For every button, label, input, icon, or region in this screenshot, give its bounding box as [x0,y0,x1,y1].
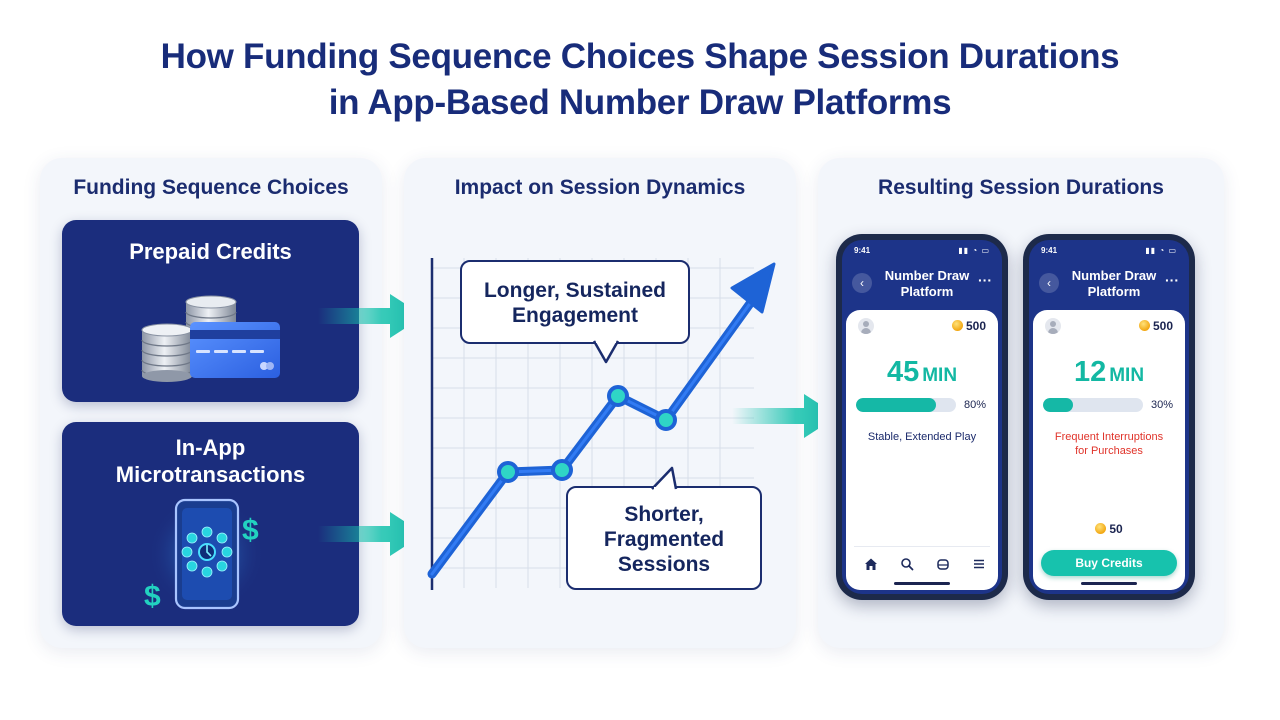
bottom-nav [854,546,990,576]
microtransactions-label-line-2: Microtransactions [115,462,306,487]
status-time: 9:41 [854,246,871,255]
session-minutes-unit: MIN [922,365,958,386]
status-bar: 9:41 ▮▮ ◔ ▭ [1041,246,1177,258]
ticket-icon[interactable] [936,557,950,571]
session-status: Stable, Extended Play [867,431,977,443]
longer-engagement-callout: Longer, Sustained Engagement [460,260,690,344]
coin-balance: 500 [951,319,986,333]
home-icon[interactable] [864,557,878,571]
session-progress-bar [856,398,956,412]
back-button[interactable]: ‹ [1039,273,1059,293]
app-title: Number Draw Platform [874,268,980,300]
callout-top-tail [592,340,620,364]
session-progress-label: 30% [1150,399,1173,411]
arrow-prepaid-to-impact [318,294,424,338]
home-indicator [894,582,950,585]
phone-screen: 9:41 ▮▮ ◔ ▭ ‹ Number Draw Platform ··· 5… [1029,240,1189,594]
coin-icon [1138,320,1150,331]
trend-node [607,385,629,407]
arrow-micro-to-impact [318,512,424,556]
coin-icon [1095,523,1107,534]
trend-node [497,461,519,483]
avatar[interactable] [858,318,874,334]
session-durations-heading: Resulting Session Durations [878,176,1164,199]
coin-balance-value: 500 [965,319,986,333]
app-title-line-1: Number Draw [884,268,970,283]
app-title: Number Draw Platform [1061,268,1167,300]
search-icon[interactable] [900,557,914,571]
svg-text:$: $ [242,514,259,547]
coin-icon [951,320,963,331]
session-minutes-value: 45 [886,356,920,388]
signal-wifi-battery-icon: ▮▮ ◔ ▭ [958,246,990,255]
session-durations-panel: Resulting Session Durations 9:41 ▮▮ ◔ ▭ … [818,158,1224,648]
app-title-line-1: Number Draw [1071,268,1157,283]
session-status-line-1: Frequent Interruptions [1054,431,1164,443]
home-indicator [1081,582,1137,585]
app-title-line-2: Platform [1087,284,1141,299]
menu-icon[interactable] [972,557,986,571]
low-coin-balance-value: 50 [1109,522,1123,536]
impact-heading: Impact on Session Dynamics [454,176,746,199]
status-bar: 9:41 ▮▮ ◔ ▭ [854,246,990,258]
coin-balance: 500 [1138,319,1173,333]
session-progress-fill [856,398,936,412]
app-title-line-2: Platform [900,284,954,299]
callout-bottom-line-3: Sessions [617,553,711,576]
coin-balance-value: 500 [1152,319,1173,333]
trend-node [551,459,573,481]
phone-prepaid-session: 9:41 ▮▮ ◔ ▭ ‹ Number Draw Platform ··· 5… [836,234,1008,600]
more-options-button[interactable]: ··· [1165,272,1179,288]
microtransactions-label: In-App Microtransactions [62,434,359,488]
buy-credits-button[interactable]: Buy Credits [1041,550,1177,576]
trend-nodes [497,385,677,483]
session-minutes-unit: MIN [1109,365,1145,386]
funding-choices-heading: Funding Sequence Choices [73,176,349,199]
session-status: Frequent Interruptions for Purchases [1033,430,1185,458]
session-minutes-value: 12 [1073,356,1107,388]
microtransactions-card: In-App Microtransactions $ $ [62,422,359,626]
low-coin-balance: 50 [1033,522,1185,536]
microtransactions-label-line-1: In-App [175,435,246,460]
title-line-2: in App-Based Number Draw Platforms [328,83,952,122]
title-line-1: How Funding Sequence Choices Shape Sessi… [160,37,1120,76]
trend-arrowhead [730,262,776,314]
more-options-button[interactable]: ··· [978,272,992,288]
session-progress-bar [1043,398,1143,412]
arrow-impact-to-results [732,394,838,438]
signal-wifi-battery-icon: ▮▮ ◔ ▭ [1145,246,1177,255]
callout-bottom-line-1: Shorter, [624,503,704,526]
phone-screen: 9:41 ▮▮ ◔ ▭ ‹ Number Draw Platform ··· 5… [842,240,1002,594]
callout-bottom-line-2: Fragmented [603,528,725,551]
status-time: 9:41 [1041,246,1058,255]
impact-panel: Impact on Session Dynamics [404,158,796,648]
funding-choices-panel: Funding Sequence Choices Prepaid Credits [40,158,382,648]
avatar[interactable] [1045,318,1061,334]
fragmented-sessions-callout: Shorter, Fragmented Sessions [566,486,762,590]
session-progress-label: 80% [963,399,986,411]
coins-and-credit-card-icon [141,295,280,382]
callout-bottom-tail [651,466,678,490]
back-button[interactable]: ‹ [852,273,872,293]
session-status-line-2: for Purchases [1075,445,1143,457]
trend-node [655,409,677,431]
prepaid-credits-card: Prepaid Credits [62,220,359,402]
phone-microtransaction-session: 9:41 ▮▮ ◔ ▭ ‹ Number Draw Platform ··· 5… [1023,234,1195,600]
page-title: How Funding Sequence Choices Shape Sessi… [0,34,1280,126]
session-progress-fill [1043,398,1073,412]
prepaid-credits-label: Prepaid Credits [129,239,292,264]
callout-top-line-1: Longer, Sustained [483,279,667,302]
svg-text:$: $ [144,580,161,613]
smartphone-dollar-icon: $ $ [144,496,264,613]
callout-top-line-2: Engagement [511,304,639,327]
